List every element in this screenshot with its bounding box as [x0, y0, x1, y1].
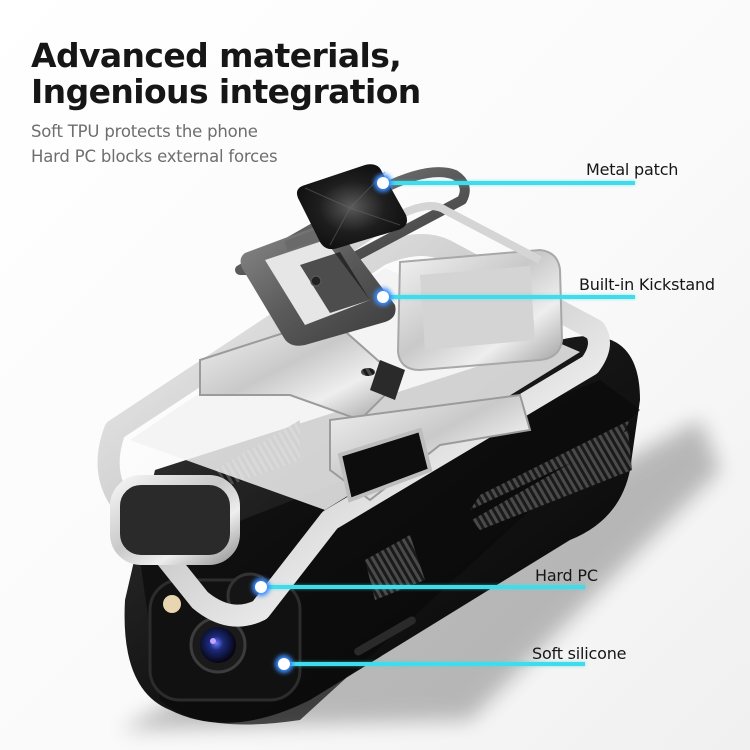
callout-label-soft-silicone: Soft silicone [532, 644, 627, 663]
callout-hard-pc [255, 581, 585, 593]
headline-line-1: Advanced materials, [31, 36, 402, 75]
callout-dot-icon [278, 658, 290, 670]
callout-label-hard-pc: Hard PC [535, 566, 598, 585]
callout-kickstand [377, 291, 635, 303]
callout-line [284, 662, 585, 666]
callout-dot-icon [377, 291, 389, 303]
callout-label-metal-patch: Metal patch [586, 160, 679, 179]
subtext-line-1: Soft TPU protects the phone [31, 122, 258, 141]
metal-frame [97, 234, 610, 627]
callout-dot-icon [377, 177, 389, 189]
subtext: Soft TPU protects the phone Hard PC bloc… [31, 119, 278, 169]
callout-dot-icon [255, 581, 267, 593]
callout-line [383, 295, 635, 299]
subtext-line-2: Hard PC blocks external forces [31, 147, 278, 166]
callout-soft-silicone [278, 658, 585, 670]
callout-metal-patch [377, 177, 635, 189]
callout-line [383, 181, 635, 185]
headline: Advanced materials, Ingenious integratio… [31, 38, 421, 110]
callout-line [261, 585, 585, 589]
kickstand [240, 224, 396, 346]
headline-line-2: Ingenious integration [31, 72, 421, 111]
callout-label-kickstand: Built-in Kickstand [579, 275, 715, 294]
